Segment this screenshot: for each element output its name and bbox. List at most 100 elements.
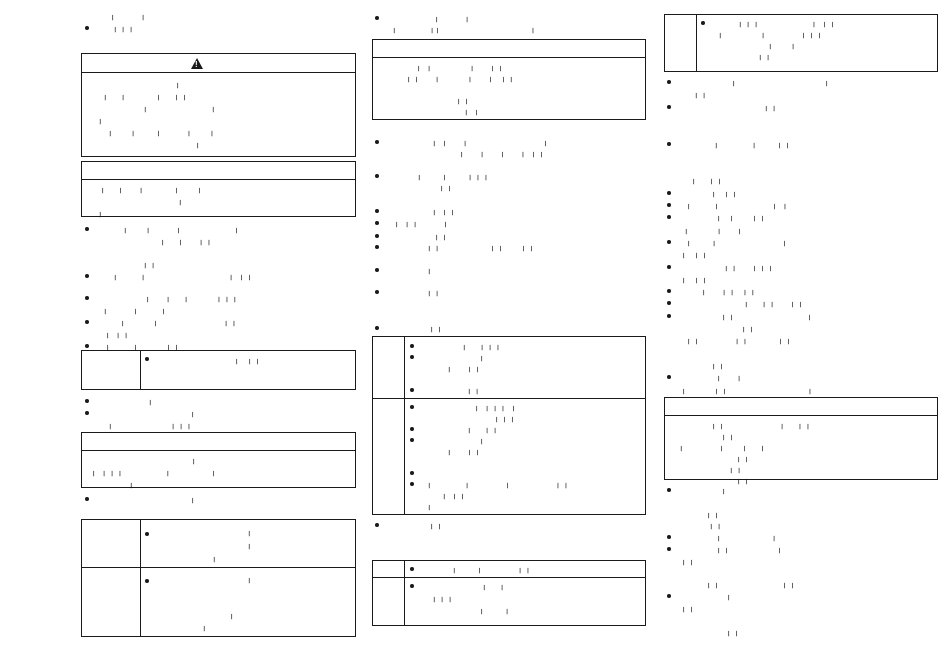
- bullet: [410, 355, 414, 359]
- bullet: [410, 471, 414, 475]
- bullet: [375, 234, 379, 238]
- bullet: [667, 215, 671, 220]
- bullet: [667, 488, 671, 492]
- text-line: ╷: [676, 590, 732, 601]
- text-line: ╷: [86, 454, 197, 464]
- text-line: ╷ ╷ ╷ ╷: [95, 419, 192, 429]
- notice-box: ╷ ╷ ╷ ╷ ╷ ╷ ╷ ╷: [81, 432, 356, 488]
- spec-table: ╷ ╷ ╷ ╷ ╷ ╷: [81, 519, 356, 637]
- bullet: [410, 405, 414, 409]
- text-line: ╷ ╷ ╷: [676, 248, 708, 259]
- text-line: ╷ ╷: [419, 604, 510, 614]
- text-line: ╷ ╷ ╷: [384, 205, 456, 215]
- text-line: ╷ ╷: [676, 88, 707, 99]
- text-line: ╷ ╷: [384, 519, 443, 529]
- text-line: ╷ ╷ ╷: [419, 362, 481, 372]
- text-line: ╷: [676, 484, 727, 494]
- text-line: ╷ ╷ ╷ ╷ ╷ ╷: [95, 292, 238, 302]
- bullet: [85, 399, 89, 403]
- text-line: ╷ ╷ ╷: [676, 235, 788, 246]
- bullet: [410, 482, 414, 486]
- text-line: ╷: [90, 207, 103, 217]
- bullet: [375, 16, 379, 20]
- text-line: ╷ ╷: [676, 554, 695, 565]
- text-line: ╷ ╷: [419, 384, 480, 394]
- bullet: [375, 174, 379, 178]
- text-line: ╷ ╷ ╷ ╷: [676, 578, 796, 589]
- bullet: [667, 141, 671, 146]
- text-line: ╷ ╷ ╷ ╷ ╷: [381, 61, 504, 71]
- text-line: ╷ ╷ ╷ ╷ ╷: [90, 90, 188, 100]
- bullet: [410, 584, 414, 588]
- bullet: [667, 203, 671, 207]
- text-line: ╷ ╷: [419, 580, 505, 590]
- text-line: ╷: [154, 552, 217, 562]
- bullet: [85, 227, 89, 231]
- text-line: ╷: [154, 526, 252, 536]
- text-line: ╷ ╷ ╷ ╷: [95, 340, 180, 350]
- bullet: [410, 344, 414, 348]
- bullet: [667, 301, 671, 306]
- text-line: ╷: [95, 493, 196, 503]
- bullet: [145, 532, 149, 536]
- text-line: ╷ ╷: [384, 12, 470, 22]
- text-line: ╷ ╷ ╷ ╷ ╷: [95, 270, 253, 280]
- warning-icon: [191, 58, 203, 69]
- bullet: [667, 535, 671, 540]
- text-line: ╷ ╷ ╷ ╷ ╷: [419, 478, 569, 488]
- bullet: [375, 221, 379, 225]
- procedure-table: ╷ ╷ ╷ ╷ ╷ ╷ ╷ ╷ ╷ ╷ ╷ ╷ ╷ ╷ ╷ ╷ ╷ ╷ ╷ ╷ …: [372, 336, 646, 515]
- bullet: [85, 497, 89, 501]
- text-line: ╷: [95, 407, 196, 417]
- text-line: ╷ ╷: [95, 258, 156, 268]
- notice-header: [665, 398, 937, 416]
- text-line: ╷ ╷ ╷ ╷ ╷ ╷: [384, 147, 545, 157]
- bullet: [667, 289, 671, 294]
- bullet: [85, 274, 89, 278]
- text-line: ╷ ╷ ╷ ╷: [95, 316, 237, 326]
- notice-box: ╷ ╷ ╷ ╷ ╷ ╷ ╷ ╷ ╷ ╷ ╷ ╷ ╷ ╷ ╷ ╷ ╷: [664, 397, 938, 484]
- notice-header: [82, 162, 355, 180]
- bullet: [667, 313, 671, 318]
- text-line: ╷ ╷ ╷: [95, 328, 129, 338]
- notice-header: [373, 40, 645, 58]
- text-line: ╷ ╷ ╷ ╷: [95, 223, 240, 233]
- warning-box: ╷ ╷ ╷ ╷ ╷ ╷ ╷ ╷ ╷ ╷ ╷ ╷ ╷ ╷ ╷: [81, 53, 356, 157]
- bullet: [667, 594, 671, 599]
- warning-header: [82, 54, 355, 73]
- bullet: [375, 290, 379, 294]
- text-line: ╷ ╷: [671, 463, 742, 473]
- text-line: ╷: [154, 573, 252, 583]
- text-line: ╷ ╷: [676, 358, 725, 369]
- text-line: ╷ ╷: [676, 519, 722, 530]
- text-line: ╷ ╷: [676, 100, 777, 111]
- text-line: ╷ ╷ ╷ ╷ ╷ ╷: [384, 241, 535, 251]
- text-line: ╷ ╷╷ ╷: [384, 23, 536, 33]
- text-line: ╷ ╷ ╷ ╷ ╷ ╷: [676, 334, 792, 345]
- bullet: [667, 104, 671, 109]
- text-line: ╷ ╷: [671, 430, 735, 440]
- text-line: ╷ ╷ ╷ ╷ ╷: [419, 401, 517, 411]
- text-line: ╷ ╷ ╷ ╷ ╷ ╷: [86, 466, 217, 476]
- bullet: [375, 140, 379, 144]
- procedure-table: ╷ ╷ ╷ ╷ ╷ ╷ ╷ ╷ ╷ ╷ ╷: [372, 560, 646, 626]
- text-line: ╷ ╷ ╷ ╷: [671, 441, 766, 451]
- bullet: [667, 239, 671, 244]
- text-line: ╷ ╷ ╷: [419, 489, 466, 499]
- text-line: ╷ ╷ ╷ ╷ ╷: [90, 126, 215, 136]
- text-line: ╷ ╷ ╷: [419, 423, 498, 433]
- text-line: ╷ ╷ ╷ ╷: [676, 383, 813, 394]
- text-line: ╷ ╷: [676, 76, 830, 86]
- text-line: ╷: [90, 138, 201, 148]
- text-line: ╷ ╷ ╷: [676, 174, 723, 185]
- text-line: ╷ ╷: [381, 105, 480, 115]
- text-line: ╷ ╷ ╷ ╷: [676, 199, 788, 209]
- text-line: ╷: [90, 195, 183, 205]
- text-line: ╷: [154, 609, 235, 619]
- text-line: ╷ ╷: [381, 94, 470, 104]
- text-line: ╷ ╷: [676, 531, 777, 542]
- text-line: ╷ ╷ ╷: [419, 592, 453, 602]
- bullet: [410, 388, 414, 392]
- text-line: ╷ ╷: [384, 322, 443, 332]
